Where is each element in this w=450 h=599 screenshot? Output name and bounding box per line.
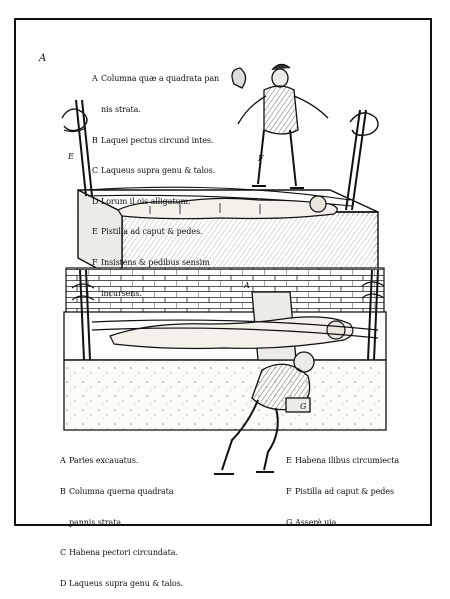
brick-wall [65,267,385,315]
legend-row: pannis strata. [69,517,124,527]
figure-label-wall: A [244,281,250,290]
lower-posts [71,269,385,361]
crouching-figure [214,351,315,475]
lower-prone-figure [91,316,379,350]
woodcut-illustration [61,63,387,475]
figure-label-board: G [300,402,307,411]
plate-letter: A [39,53,47,64]
figure-label-post: E [68,152,74,161]
legend-row: incursens. [101,288,142,298]
upper-posts [61,99,379,211]
legend-row: nis strata. [101,105,141,115]
upper-prone-figure [117,195,338,220]
walker-figure [231,63,329,189]
figure-label-walker: F [258,154,264,163]
